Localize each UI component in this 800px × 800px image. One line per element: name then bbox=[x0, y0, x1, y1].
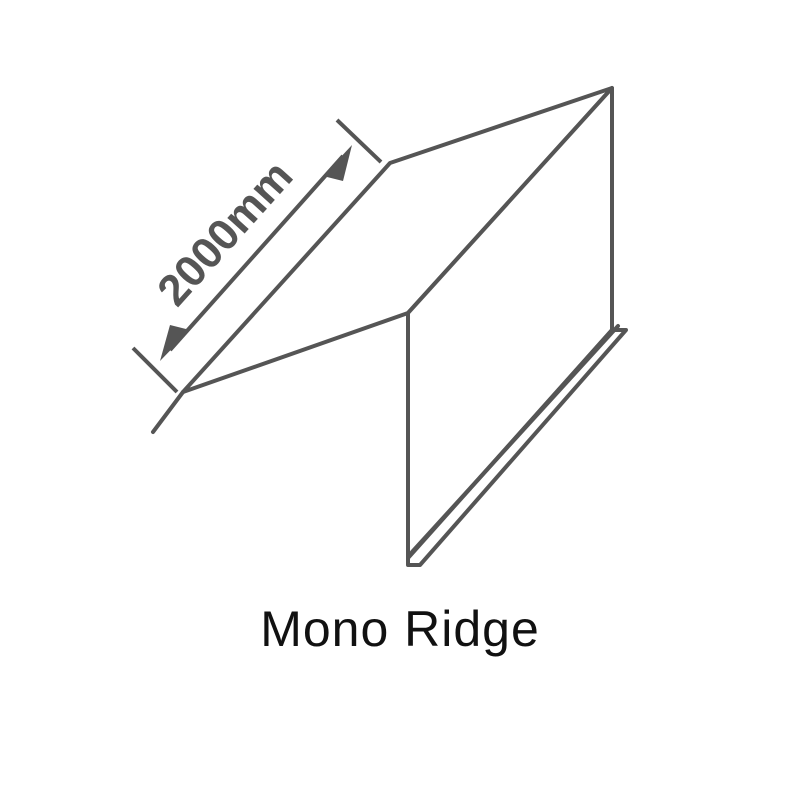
dimension-tick-start bbox=[131, 346, 179, 394]
flange-inner-edge bbox=[410, 324, 620, 554]
top-edge-left-extension bbox=[151, 390, 185, 434]
dimension-line bbox=[168, 154, 345, 352]
diagram-caption: Mono Ridge bbox=[260, 601, 540, 657]
dimension-arrowhead-start bbox=[160, 325, 190, 361]
dimension-arrowhead-end bbox=[323, 145, 352, 181]
dimension-tick-end bbox=[335, 118, 383, 164]
